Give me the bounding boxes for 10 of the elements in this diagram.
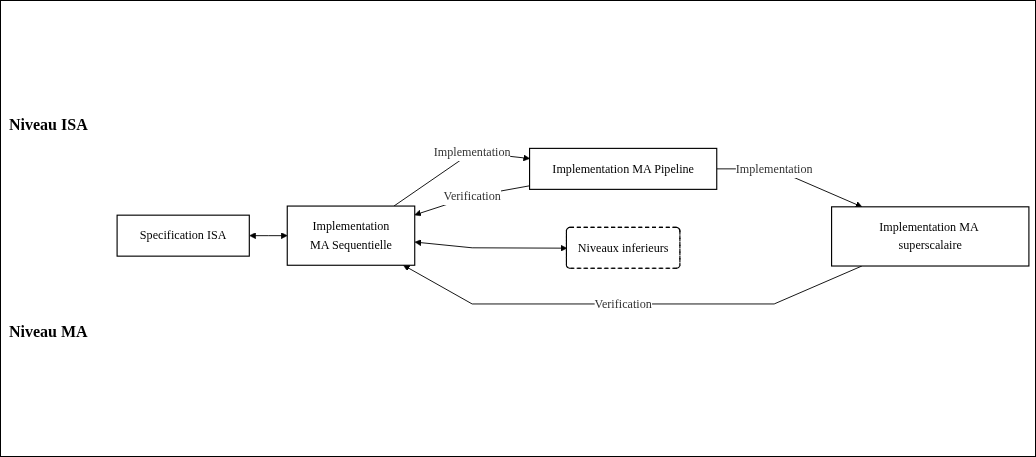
node-box: Implementation MA Sequentielle [286, 205, 416, 267]
edge-label: Verification [594, 297, 652, 311]
node-box: Implementation MA superscalaire [831, 206, 1030, 267]
node-box: Specification ISA [116, 215, 250, 258]
level-label: Niveau MA [9, 323, 89, 342]
node-box: Implementation MA Pipeline [529, 148, 718, 191]
edge-label: Implementation [735, 162, 813, 176]
edge-label: Verification [443, 189, 501, 203]
level-label: Niveau ISA [9, 115, 89, 134]
edge-label: Implementation [433, 145, 511, 159]
